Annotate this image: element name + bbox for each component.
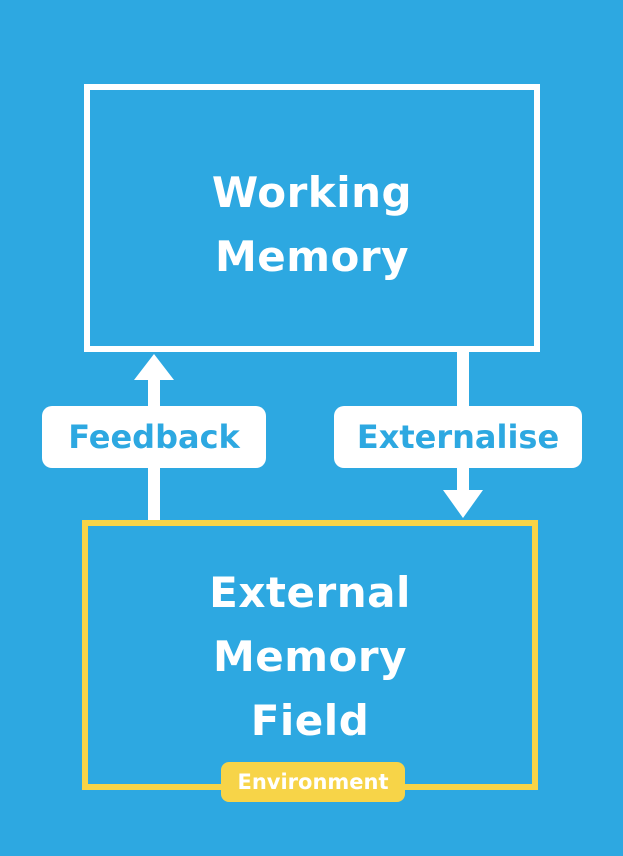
external-memory-field-line-2: Memory <box>212 632 407 681</box>
externalise-label: Externalise <box>334 406 582 468</box>
external-memory-field-label: External Memory Field <box>209 561 411 753</box>
working-memory-label: Working Memory <box>212 161 412 289</box>
working-memory-box: Working Memory <box>84 84 540 352</box>
environment-badge: Environment <box>221 762 405 802</box>
working-memory-line-1: Working <box>211 168 413 217</box>
external-memory-field-line-3: Field <box>250 696 370 745</box>
feedback-arrow-head <box>134 354 174 380</box>
feedback-label: Feedback <box>42 406 266 468</box>
working-memory-line-2: Memory <box>214 232 409 281</box>
externalise-arrow-head <box>443 490 483 518</box>
external-memory-field-box: External Memory Field <box>82 520 538 790</box>
external-memory-field-line-1: External <box>209 568 411 617</box>
